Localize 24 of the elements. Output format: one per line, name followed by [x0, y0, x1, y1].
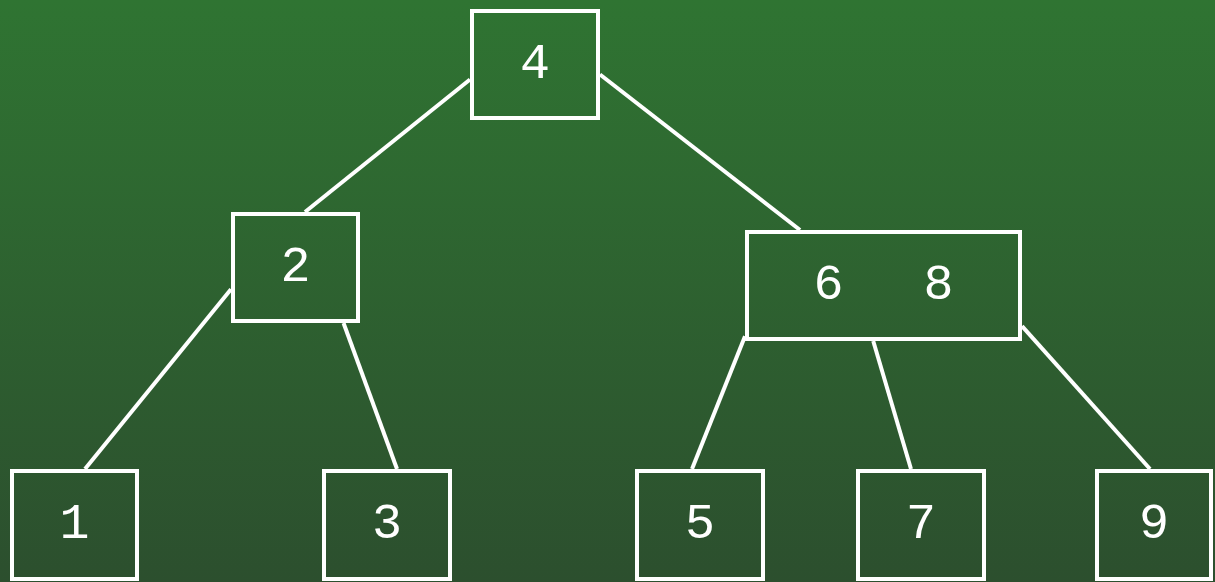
key-label: 1 — [59, 500, 90, 550]
tree-node-box — [231, 212, 360, 323]
tree-node-box — [856, 469, 986, 581]
key-label: 2 — [280, 242, 311, 293]
connector-line — [871, 340, 913, 470]
key-label: 4 — [520, 39, 550, 90]
tree-node-box — [635, 469, 765, 581]
key-label: 5 — [685, 500, 715, 550]
key-label: 3 — [372, 500, 402, 550]
key-label: 9 — [1139, 500, 1169, 550]
connector-line — [598, 72, 802, 232]
connector-line — [341, 322, 399, 470]
tree-node-box — [470, 9, 600, 120]
tree-node-box — [322, 469, 452, 581]
tree-node-box — [1095, 469, 1213, 581]
connector-line — [1020, 324, 1152, 471]
tree-node-box — [745, 230, 1022, 341]
connector-line — [83, 287, 233, 471]
connector-line — [303, 77, 472, 214]
key-label: 8 — [923, 260, 954, 311]
key-label: 6 — [813, 260, 844, 311]
key-label: 7 — [906, 500, 936, 550]
connector-line — [690, 335, 747, 470]
tree-node-box — [10, 469, 139, 581]
